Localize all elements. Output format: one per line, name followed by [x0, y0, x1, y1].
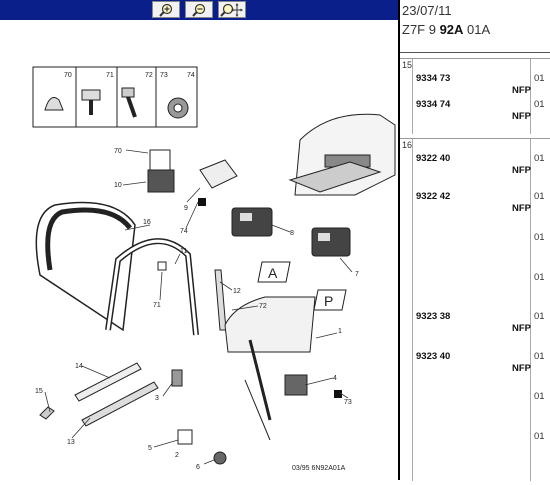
callout-14: 14: [75, 363, 83, 370]
callout-11: 11: [180, 248, 187, 255]
callout-72: 72: [145, 72, 153, 79]
parts-table: 15 9334 73 NFP 01 9334 74 NFP 01 16 9322…: [400, 58, 550, 481]
part-qty: 01: [534, 272, 545, 283]
marker-a-label: A: [268, 265, 278, 281]
diagram-reference: 03/95 6N92A01A: [292, 465, 346, 472]
part-nfp: NFP: [512, 203, 531, 214]
part-ref[interactable]: 9322 40: [416, 153, 451, 164]
callout-lines: [44, 149, 353, 465]
toolbar: [0, 0, 398, 20]
callout-10: 10: [114, 182, 122, 189]
callout-15: 15: [35, 388, 43, 395]
header-code: Z7F 9 92A 01A: [402, 22, 491, 37]
callout-13: 13: [67, 439, 75, 446]
parts-group: 16 9322 40 NFP 01 9322 42 NFP 01 01 01 9…: [400, 138, 550, 481]
callout-8: 8: [290, 230, 294, 237]
marker-a: A: [257, 261, 291, 283]
door-frame: [35, 201, 227, 336]
callout-9: 9: [184, 205, 188, 212]
window-glass: [224, 296, 342, 441]
part-nfp: NFP: [512, 165, 531, 176]
marker-p-label: P: [324, 293, 333, 309]
part-nfp: NFP: [512, 363, 531, 374]
header-date: 23/07/11: [402, 3, 452, 18]
exploded-parts-diagram: A P: [0, 20, 398, 480]
callout-3: 3: [155, 395, 159, 402]
part-nfp: NFP: [512, 111, 531, 122]
callout-73b: 73: [344, 399, 352, 406]
part-qty: 01: [534, 153, 545, 164]
part-qty: 01: [534, 431, 545, 442]
header-rule: [400, 52, 550, 53]
part-nfp: NFP: [512, 85, 531, 96]
callout-4: 4: [333, 375, 337, 382]
callout-70: 70: [64, 72, 72, 79]
parts-group: 15 9334 73 NFP 01 9334 74 NFP 01: [400, 58, 550, 134]
car-outline: [288, 113, 396, 196]
page-header: 23/07/11 Z7F 9 92A 01A: [400, 0, 550, 52]
marker-p: P: [313, 289, 347, 311]
part-qty: 01: [534, 73, 545, 84]
sill-strips: [39, 362, 227, 465]
part-nfp: NFP: [512, 323, 531, 334]
zoom-pan-button[interactable]: [218, 1, 246, 18]
callout-71: 71: [106, 72, 114, 79]
panel-divider: [398, 0, 400, 480]
part-qty: 01: [534, 391, 545, 402]
part-ref[interactable]: 9323 38: [416, 311, 451, 322]
callout-73: 73: [160, 72, 168, 79]
part-ref[interactable]: 9322 42: [416, 191, 451, 202]
diagram-canvas: A P: [32, 66, 396, 472]
callout-71b: 71: [153, 302, 161, 309]
part-qty: 01: [534, 232, 545, 243]
callout-12: 12: [233, 288, 241, 295]
callout-16: 16: [143, 219, 151, 226]
callout-2: 2: [175, 452, 179, 459]
part-ref[interactable]: 9323 40: [416, 351, 451, 362]
part-qty: 01: [534, 351, 545, 362]
callout-74b: 74: [180, 228, 188, 235]
callout-70b: 70: [114, 148, 122, 155]
zoom-in-icon: [159, 3, 173, 17]
callout-74: 74: [187, 72, 195, 79]
part-ref[interactable]: 9334 73: [416, 73, 451, 84]
window-switches: [231, 207, 351, 257]
part-ref[interactable]: 9334 74: [416, 99, 451, 110]
relay-module: [147, 149, 238, 206]
zoom-out-button[interactable]: [185, 1, 213, 18]
zoom-out-icon: [192, 3, 206, 17]
zoom-pan-icon: [220, 2, 243, 17]
part-qty: 01: [534, 99, 545, 110]
zoom-in-button[interactable]: [152, 1, 180, 18]
part-qty: 01: [534, 191, 545, 202]
callout-5: 5: [148, 445, 152, 452]
callout-7: 7: [355, 271, 359, 278]
callout-1: 1: [338, 328, 342, 335]
part-qty: 01: [534, 311, 545, 322]
callout-72b: 72: [259, 303, 267, 310]
fastener-kit-box: [32, 66, 198, 128]
callout-6: 6: [196, 464, 200, 471]
